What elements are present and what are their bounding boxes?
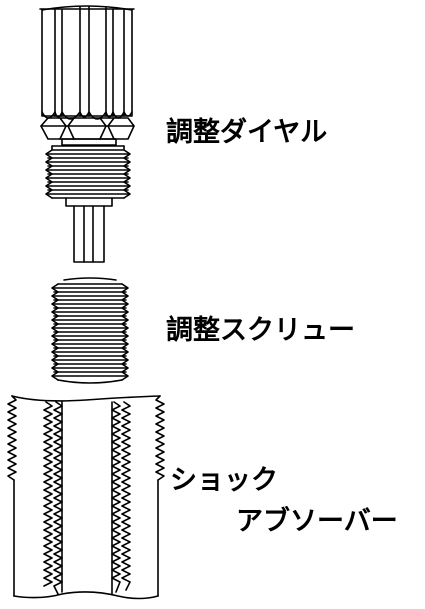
shock-absorber-label-line1: ショック: [170, 465, 278, 496]
adjust-screw-label: 調整スクリュー: [166, 315, 355, 346]
adjust-dial: [39, 5, 135, 263]
shock-absorber-label-line2: アブソーバー: [236, 506, 398, 537]
shock-absorber-body: [7, 395, 165, 600]
adjust-dial-label: 調整ダイヤル: [166, 117, 328, 148]
adjust-screw: [51, 277, 129, 384]
